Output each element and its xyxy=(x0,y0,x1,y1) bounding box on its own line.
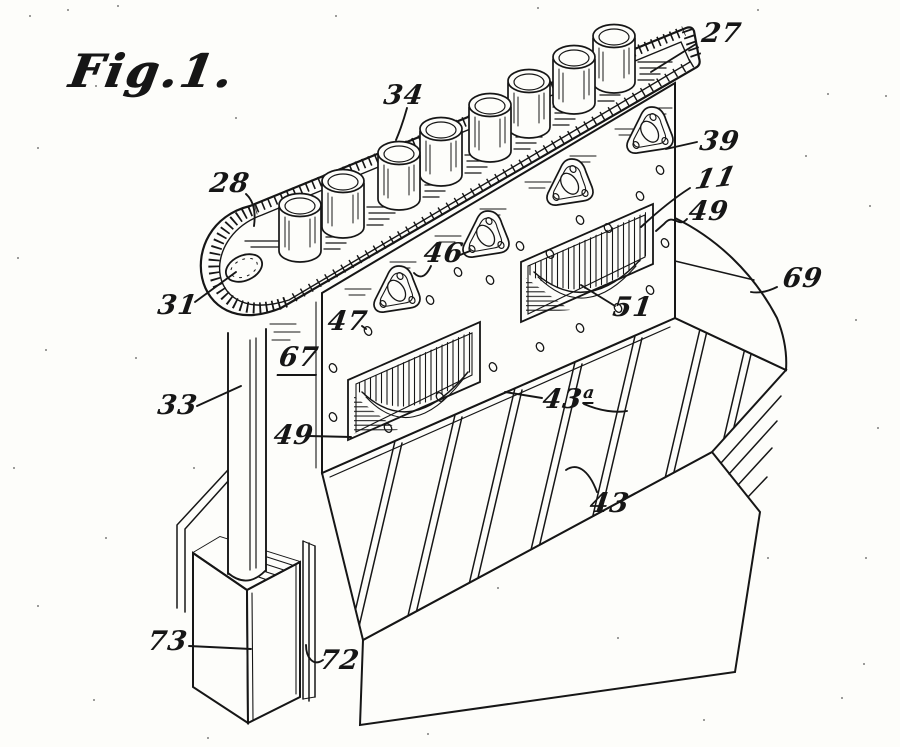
ref-label-11: 11 xyxy=(692,161,740,196)
leader-lines xyxy=(188,43,778,664)
end-bulge xyxy=(674,216,788,372)
ref-label-47: 47 xyxy=(325,306,370,337)
ref-label-67: 67 xyxy=(276,342,321,376)
edge-strip xyxy=(302,540,316,702)
ref-label-72: 72 xyxy=(317,645,362,676)
ref-label-39: 39 xyxy=(697,126,742,157)
ref-label-33: 33 xyxy=(155,390,200,421)
ref-label-28: 28 xyxy=(207,168,252,199)
ref-label-49-right: 49 xyxy=(686,196,731,227)
foot-box xyxy=(192,551,301,725)
top-deck xyxy=(199,23,703,316)
corner-fins xyxy=(720,395,782,498)
cylinder-window-left xyxy=(347,320,481,442)
ref-label-43: 43 xyxy=(587,488,632,519)
ref-label-43a: 43a xyxy=(541,382,597,415)
ref-label-46: 46 xyxy=(421,238,466,269)
bolt-holes xyxy=(328,165,670,433)
ref-label-31: 31 xyxy=(155,290,200,321)
side-jacket-strip xyxy=(269,301,317,469)
ref-label-27: 27 xyxy=(699,18,744,49)
standpipe-column xyxy=(227,328,267,582)
block-front-face xyxy=(321,81,676,475)
ref-label-73: 73 xyxy=(145,626,190,657)
deck-hole xyxy=(225,253,263,283)
ref-label-43a-base: 43 xyxy=(540,384,585,415)
ref-label-51: 51 xyxy=(610,292,655,323)
figure-title: Fig.1. xyxy=(65,44,240,98)
ref-label-49-left: 49 xyxy=(271,420,316,451)
deck-shadow-hatch xyxy=(244,61,673,250)
cylinder-window-right xyxy=(520,202,654,324)
scan-speckles xyxy=(13,5,887,739)
ref-label-69: 69 xyxy=(780,263,825,294)
ref-label-34: 34 xyxy=(381,80,426,111)
